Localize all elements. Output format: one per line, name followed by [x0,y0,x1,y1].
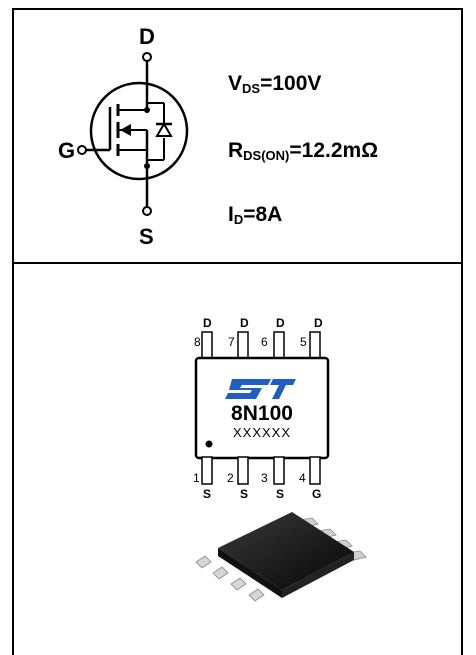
spec-vds-subscript: DS [242,81,261,96]
pin1-dot [205,440,213,448]
junction-dot [144,163,150,169]
pin-number: 7 [228,335,235,349]
pin-number: 8 [194,335,201,349]
spec-rds-on: RDS(ON)=12.2mΩ [228,139,378,163]
bottom-pin: 1 S [193,456,213,501]
bottom-pin-row: 1 S 2 S 3 S 4 G [193,456,321,501]
package-3d-image [195,512,367,602]
spec-rds-value: =12.2mΩ [289,139,379,162]
gate-label: G [58,138,75,163]
pin-label: D [203,316,212,330]
spec-id-subscript: D [233,212,244,227]
pin-number: 3 [261,471,268,485]
mosfet-symbol: D S G [58,24,189,249]
spec-id-value: =8A [243,203,283,226]
pin-number: 1 [193,471,200,485]
junction-dot [144,107,150,113]
pin-lead [237,456,249,485]
top-pin: D 6 [261,316,285,360]
pin-label: S [203,487,211,501]
pin-lead [273,331,285,360]
st-logo [225,379,296,399]
spec-id-symbol: I [228,203,234,226]
source-label: S [139,224,154,249]
pin-lead [309,331,321,360]
spec-rds-subscript: DS(ON) [243,148,290,163]
pin-lead [201,456,213,485]
pin-label: D [314,316,323,330]
pin-label: S [276,487,284,501]
top-pin-row: D 8 D 7 D 6 D 5 [194,316,323,360]
pin-number: 5 [300,335,307,349]
spec-vds-value: =100V [260,72,322,95]
body-arrow [120,124,131,136]
top-pin: D 8 [194,316,213,360]
pin-number: 2 [227,471,234,485]
pin-label: S [240,487,248,501]
spec-vds: VDS=100V [228,72,321,96]
mosfet-envelope [89,81,189,181]
pin-lead [201,331,213,360]
diode-triangle [155,122,173,137]
bottom-pin: 2 S [227,456,249,501]
pin-lead [237,331,249,360]
pin-label: D [276,316,285,330]
bottom-pin: 3 S [261,456,285,501]
spec-rds-symbol: R [228,139,244,162]
lot-marking: XXXXXX [233,425,291,440]
pin-number: 4 [299,471,306,485]
spec-id: ID=8A [228,203,282,227]
pin-number: 6 [261,335,268,349]
symbol-panel [12,8,463,264]
part-number: 8N100 [231,402,293,425]
pin-lead [273,456,285,485]
drain-label: D [139,24,155,49]
bottom-pin: 4 G [299,456,321,501]
spec-vds-symbol: V [228,72,243,95]
pin-label: D [240,316,249,330]
pin-lead [309,456,321,485]
top-pin: D 5 [300,316,323,360]
chip-body [194,356,330,460]
top-pin: D 7 [228,316,249,360]
pin-label: G [312,487,321,501]
